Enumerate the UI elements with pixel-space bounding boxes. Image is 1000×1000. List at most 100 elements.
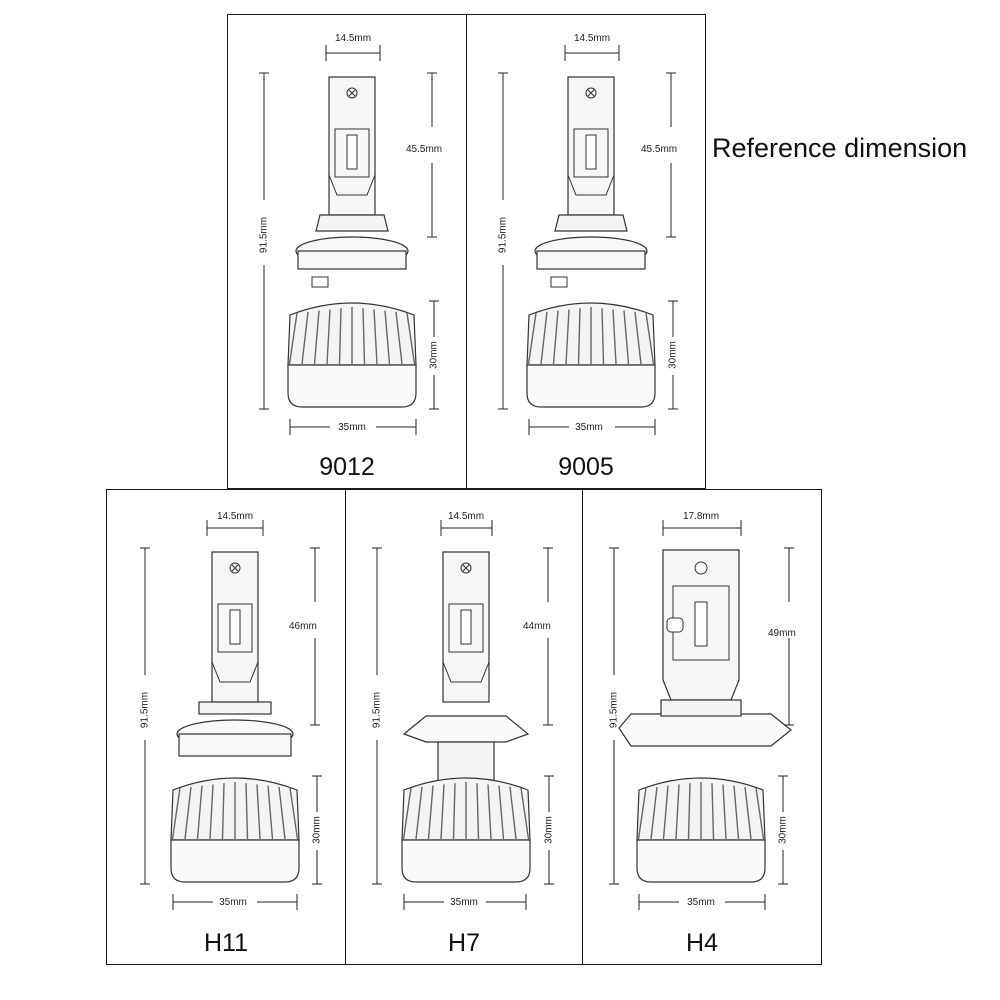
top-width-label: 14.5mm <box>216 511 254 522</box>
base-height-label: 30mm <box>428 341 440 369</box>
fin-line <box>744 786 752 840</box>
fin-line <box>634 311 642 365</box>
fin-line <box>755 787 765 840</box>
base-height-label: 30mm <box>667 341 679 369</box>
fin-line <box>278 786 286 840</box>
fin-line <box>245 783 249 840</box>
led-frame <box>334 128 370 178</box>
fin-line <box>362 308 366 365</box>
bulb-panel-h11: 14.5mm 46mm 91.5mm 30mm 35mm H11 <box>106 489 346 965</box>
total-length-label: 91.5mm <box>371 691 383 729</box>
bulb-panel-h4: 17.8mm 49mm 91.5mm 30mm 35mm H4 <box>582 489 822 965</box>
fin-line <box>650 786 658 840</box>
fin-line <box>171 787 181 840</box>
screw-cross <box>587 89 595 97</box>
bulb-panel-9005: 14.5mm 45.5mm 91.5mm 30mm 35mm 9005 <box>466 14 706 489</box>
fin-line <box>687 783 691 840</box>
model-title: 9012 <box>319 453 375 481</box>
fin-line <box>601 308 605 365</box>
total-length-label: 91.5mm <box>258 216 270 254</box>
fin-line <box>612 309 617 365</box>
fin-line <box>373 309 378 365</box>
top-width-label: 14.5mm <box>447 511 485 522</box>
base-cap <box>401 839 531 883</box>
screw-cross <box>462 564 470 572</box>
fin-line <box>733 785 740 840</box>
bulb-drawing-h4 <box>609 520 794 910</box>
led-frame <box>573 128 609 178</box>
model-title: H7 <box>448 929 480 957</box>
fin-line <box>326 309 331 365</box>
fin-line <box>476 783 480 840</box>
fin-line <box>221 783 225 840</box>
fin-line <box>313 310 320 365</box>
base-height-label: 30mm <box>777 816 789 844</box>
led-chip <box>694 601 708 647</box>
model-title: H4 <box>686 929 718 957</box>
base-width-label: 35mm <box>450 897 478 908</box>
tower-bevel <box>211 661 259 683</box>
fin-line <box>565 309 570 365</box>
shield-tab <box>666 617 684 633</box>
fin-line <box>623 310 630 365</box>
base-cap <box>526 364 656 408</box>
bulb-panel-9012: 14.5mm 45.5mm 91.5mm 30mm 35mm 9012 <box>227 14 467 489</box>
chip-height-label: 45.5mm <box>406 144 443 155</box>
chip-height-label: 46mm <box>289 621 317 632</box>
fin-line <box>406 312 416 365</box>
screw-icon <box>460 562 472 574</box>
fin-line <box>427 785 434 840</box>
fin-line <box>301 311 309 365</box>
base-width-label: 35mm <box>575 422 603 433</box>
top-width-label: 14.5mm <box>573 33 611 44</box>
collar <box>198 701 272 715</box>
fin-line <box>487 784 492 840</box>
bulb-drawing-h7 <box>372 520 554 910</box>
tower-bevel <box>328 174 376 196</box>
fin-line <box>256 784 261 840</box>
fin-line <box>540 311 548 365</box>
screw-icon <box>694 561 708 575</box>
neck <box>437 741 495 783</box>
base-cap <box>636 839 766 883</box>
total-length-label: 91.5mm <box>608 691 620 729</box>
chip-height-label: 49mm <box>768 628 796 639</box>
base-width-label: 35mm <box>687 897 715 908</box>
fin-line <box>395 311 403 365</box>
fin-line <box>267 785 274 840</box>
tower-bevel <box>567 174 615 196</box>
screw-cross <box>231 564 239 572</box>
fin-line <box>288 312 298 365</box>
fin-line <box>577 308 581 365</box>
total-length-label: 91.5mm <box>139 691 151 729</box>
led-chip <box>460 609 472 645</box>
base-height-label: 30mm <box>543 816 555 844</box>
lock-tab <box>550 276 568 288</box>
base-width-label: 35mm <box>219 897 247 908</box>
fin-line <box>711 783 715 840</box>
chip-height-label: 44mm <box>523 621 551 632</box>
fin-line <box>338 308 342 365</box>
base-width-label: 35mm <box>338 422 366 433</box>
mount-ring <box>536 250 646 270</box>
fin-line <box>552 310 559 365</box>
top-width-label: 17.8mm <box>682 511 720 522</box>
screw-icon <box>229 562 241 574</box>
base-height-label: 30mm <box>311 816 323 844</box>
lock-tab <box>311 276 329 288</box>
fin-line <box>209 784 214 840</box>
fin-line <box>196 785 203 840</box>
fin-line <box>384 310 391 365</box>
led-chip <box>229 609 241 645</box>
mount-ring <box>297 250 407 270</box>
mount-flange <box>402 715 530 743</box>
screw-icon <box>346 87 358 99</box>
bulb-drawing-h11 <box>140 520 322 910</box>
bulb-drawing-9005 <box>498 45 678 435</box>
collar <box>660 699 742 717</box>
fin-line <box>722 784 727 840</box>
model-title: H11 <box>203 929 248 957</box>
collar <box>554 214 628 232</box>
screw-cross <box>348 89 356 97</box>
